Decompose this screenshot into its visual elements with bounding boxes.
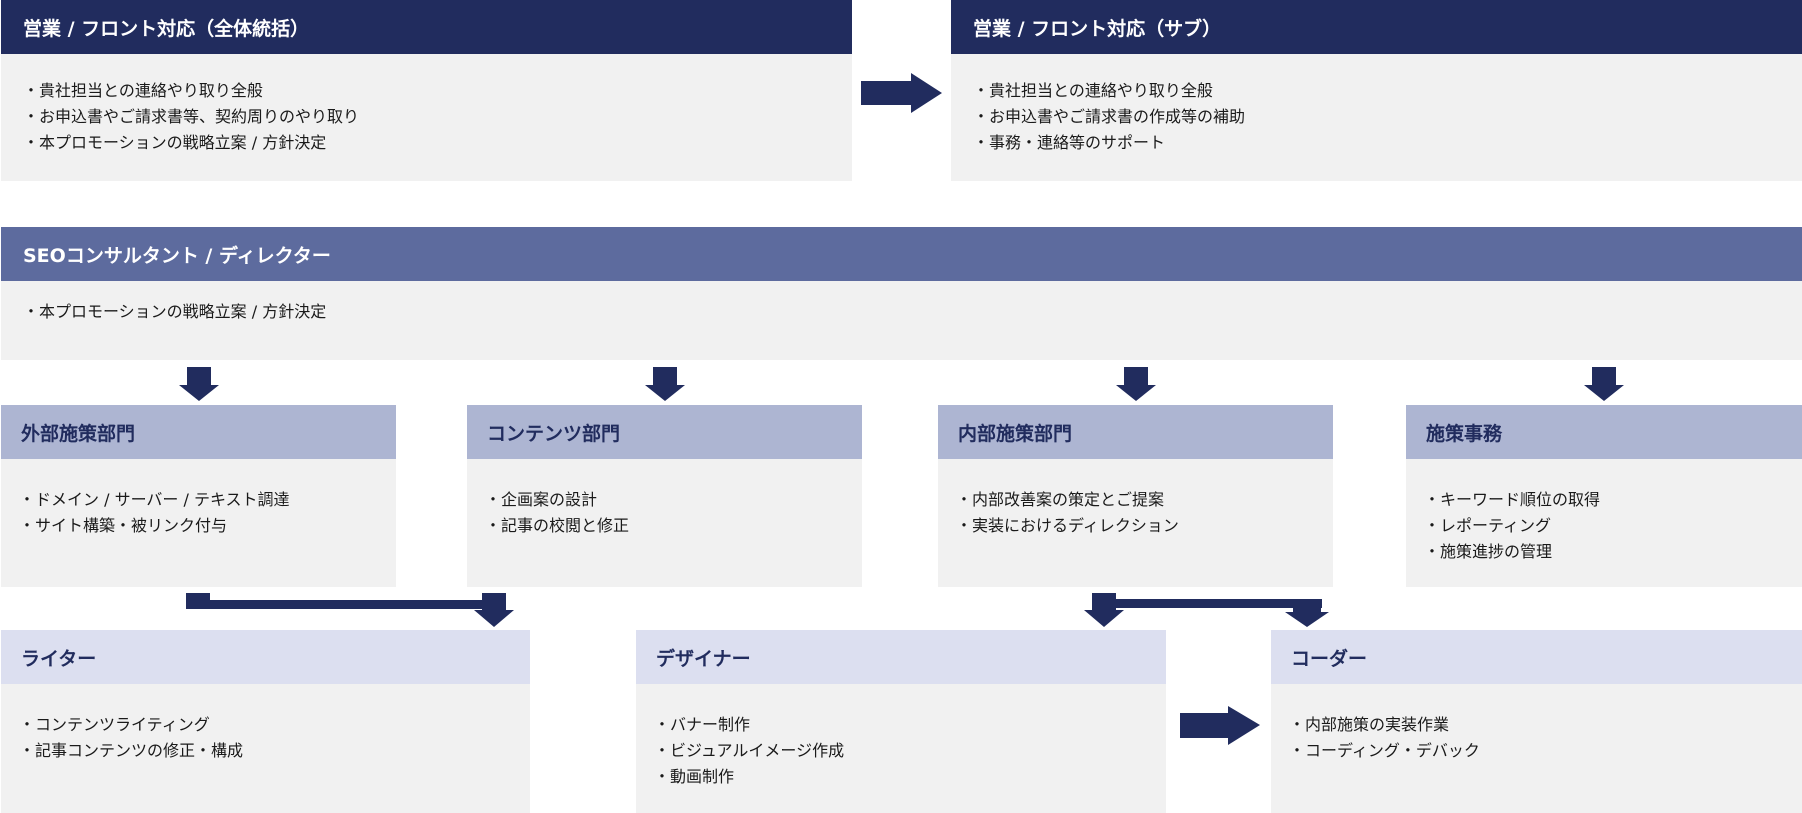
list-item: ・サイト構築・被リンク付与 [19,516,228,535]
list-item: ・内部改善案の策定とご提案 [956,490,1165,509]
down-arrow-icon [179,367,219,401]
external-dept-box: 外部施策部門 ・ドメイン / サーバー / テキスト調達 ・サイト構築・被リンク… [1,405,396,587]
right-arrow-icon [861,73,942,113]
list-item: ・レポーティング [1424,516,1552,535]
list-item: ・ドメイン / サーバー / テキスト調達 [19,490,290,509]
designer-list: ・バナー制作 ・ビジュアルイメージ作成 ・動画制作 [636,684,1166,790]
seo-director-list: ・本プロモーションの戦略立案 / 方針決定 [1,281,1802,325]
list-item: ・ビジュアルイメージ作成 [654,741,845,760]
down-arrow-icon [1285,600,1329,627]
designer-box: デザイナー ・バナー制作 ・ビジュアルイメージ作成 ・動画制作 [636,630,1166,813]
external-dept-list: ・ドメイン / サーバー / テキスト調達 ・サイト構築・被リンク付与 [1,459,396,539]
coder-box: コーダー ・内部施策の実装作業 ・コーディング・デバック [1271,630,1802,813]
list-item: ・記事の校閲と修正 [485,516,630,535]
list-item: ・実装におけるディレクション [956,516,1179,535]
writer-box: ライター ・コンテンツライティング ・記事コンテンツの修正・構成 [1,630,530,813]
coder-list: ・内部施策の実装作業 ・コーディング・デバック [1271,684,1802,764]
internal-dept-box: 内部施策部門 ・内部改善案の策定とご提案 ・実装におけるディレクション [938,405,1333,587]
down-arrow-icon [474,593,514,627]
list-item: ・キーワード順位の取得 [1424,490,1601,509]
internal-dept-list: ・内部改善案の策定とご提案 ・実装におけるディレクション [938,459,1333,539]
list-item: ・お申込書やご請求書等、契約周りのやり取り [23,107,360,126]
down-arrow-icon [645,367,685,401]
list-item: ・記事コンテンツの修正・構成 [19,741,244,760]
operations-box: 施策事務 ・キーワード順位の取得 ・レポーティング ・施策進捗の管理 [1406,405,1802,587]
down-arrow-icon [1584,367,1624,401]
sales-main-title: 営業 / フロント対応（全体統括） [1,0,852,54]
list-item: ・内部施策の実装作業 [1289,715,1450,734]
list-item: ・企画案の設計 [485,490,598,509]
sales-main-list: ・貴社担当との連絡やり取り全般 ・お申込書やご請求書等、契約周りのやり取り ・本… [1,54,852,156]
coder-title: コーダー [1271,630,1802,684]
list-item: ・バナー制作 [654,715,751,734]
list-item: ・本プロモーションの戦略立案 / 方針決定 [23,133,327,152]
sales-sub-list: ・貴社担当との連絡やり取り全般 ・お申込書やご請求書の作成等の補助 ・事務・連絡… [951,54,1802,156]
designer-title: デザイナー [636,630,1166,684]
list-item: ・事務・連絡等のサポート [973,133,1166,152]
sales-main-box: 営業 / フロント対応（全体統括） ・貴社担当との連絡やり取り全般 ・お申込書や… [1,0,852,181]
list-item: ・貴社担当との連絡やり取り全般 [973,81,1213,100]
sales-sub-box: 営業 / フロント対応（サブ） ・貴社担当との連絡やり取り全般 ・お申込書やご請… [951,0,1802,181]
connector-line [186,600,496,609]
list-item: ・動画制作 [654,767,735,786]
right-arrow-icon [1180,706,1260,745]
operations-list: ・キーワード順位の取得 ・レポーティング ・施策進捗の管理 [1406,459,1802,565]
down-arrow-icon [1084,593,1124,627]
down-arrow-icon [1116,367,1156,401]
list-item: ・本プロモーションの戦略立案 / 方針決定 [23,302,327,321]
list-item: ・コンテンツライティング [19,715,210,734]
content-dept-list: ・企画案の設計 ・記事の校閲と修正 [467,459,862,539]
connector-line [1092,599,1322,608]
content-dept-box: コンテンツ部門 ・企画案の設計 ・記事の校閲と修正 [467,405,862,587]
list-item: ・施策進捗の管理 [1424,542,1553,561]
seo-director-title: SEOコンサルタント / ディレクター [1,227,1802,281]
writer-list: ・コンテンツライティング ・記事コンテンツの修正・構成 [1,684,530,764]
list-item: ・お申込書やご請求書の作成等の補助 [973,107,1246,126]
writer-title: ライター [1,630,530,684]
external-dept-title: 外部施策部門 [1,405,396,459]
list-item: ・貴社担当との連絡やり取り全般 [23,81,263,100]
list-item: ・コーディング・デバック [1289,741,1480,760]
content-dept-title: コンテンツ部門 [467,405,862,459]
seo-director-box: SEOコンサルタント / ディレクター ・本プロモーションの戦略立案 / 方針決… [1,227,1802,360]
operations-title: 施策事務 [1406,405,1802,459]
internal-dept-title: 内部施策部門 [938,405,1333,459]
sales-sub-title: 営業 / フロント対応（サブ） [951,0,1802,54]
